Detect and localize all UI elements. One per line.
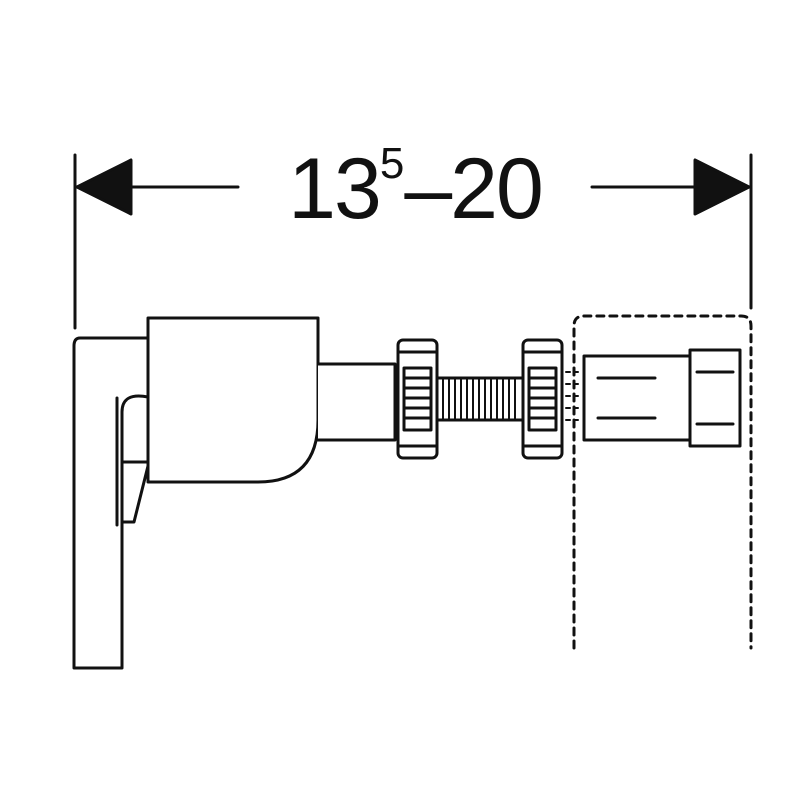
dimension-min-base: 13 [288,141,382,237]
extension-range-outline [572,314,753,650]
valve-body [146,316,320,484]
connector-collar [688,348,742,448]
dimension-max: 20 [450,141,544,237]
wall-plate [72,336,150,670]
connector-adapter [582,354,692,442]
dimension-min-superscript: 5 [379,139,405,188]
dimension-separator: – [404,141,452,237]
left-arrowhead [75,158,133,216]
wall-plate-clip [120,460,151,524]
right-arrowhead [693,158,751,216]
extension-pipe [316,362,397,442]
